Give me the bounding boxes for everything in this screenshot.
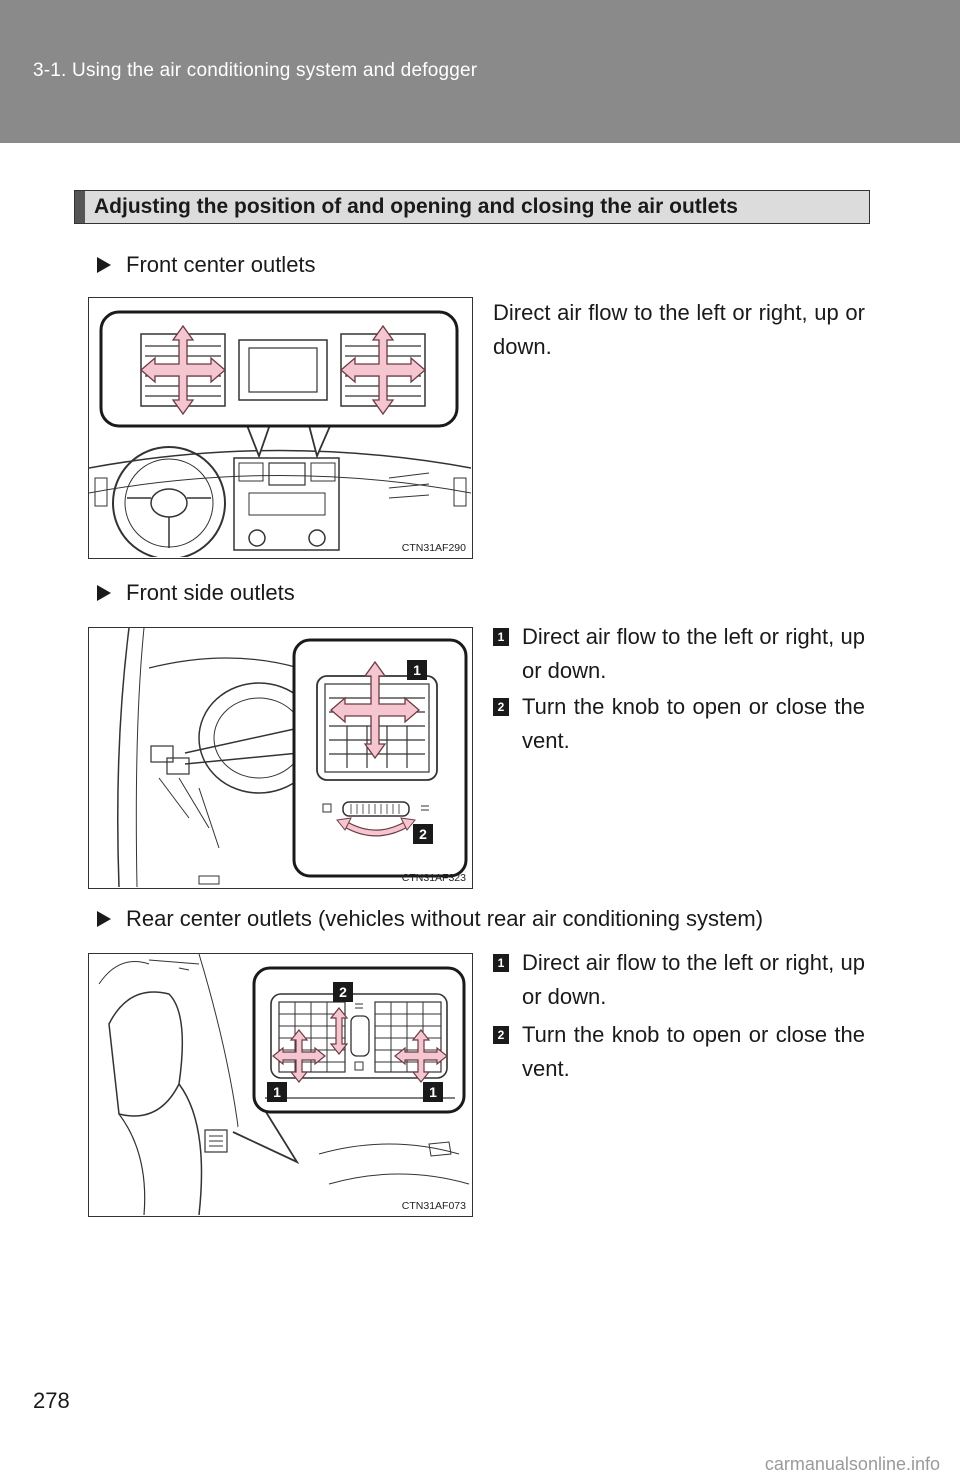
list-item: 2 Turn the knob to open or close the ven… bbox=[493, 690, 865, 758]
subheading-label: Front center outlets bbox=[126, 252, 316, 277]
subheading-label: Front side outlets bbox=[126, 580, 295, 605]
page-number: 278 bbox=[33, 1388, 70, 1413]
callout-number-1: 1 bbox=[413, 662, 421, 678]
callout-number-2: 2 bbox=[419, 826, 427, 842]
subheading-rear-center: Rear center outlets (vehicles without re… bbox=[97, 906, 763, 932]
callout-number-1: 1 bbox=[429, 1084, 437, 1100]
side-vent-illustration: 1 2 bbox=[117, 628, 468, 887]
bullet-triangle-icon bbox=[97, 585, 111, 601]
section-title: Adjusting the position of and opening an… bbox=[94, 195, 738, 218]
item-number-badge: 2 bbox=[493, 698, 509, 716]
bullet-triangle-icon bbox=[97, 911, 111, 927]
item-text: Direct air flow to the left or right, up… bbox=[522, 950, 865, 1009]
item-number-badge: 2 bbox=[493, 1026, 509, 1044]
rear-vent-illustration: 2 1 1 bbox=[98, 954, 470, 1215]
footer-watermark: carmanualsonline.info bbox=[764, 1454, 940, 1474]
image-code: CTN31AF073 bbox=[401, 1200, 466, 1212]
figure-front-center-outlets: CTN31AF290 bbox=[88, 297, 473, 559]
item-text: Turn the knob to open or close the vent. bbox=[522, 694, 865, 753]
item-text: Direct air flow to the left or right, up… bbox=[522, 624, 865, 683]
list-item: 2 Turn the knob to open or close the ven… bbox=[493, 1018, 865, 1086]
page-header: 3-1. Using the air conditioning system a… bbox=[0, 0, 960, 143]
subheading-front-side: Front side outlets bbox=[97, 580, 295, 606]
list-item: 1 Direct air flow to the left or right, … bbox=[493, 946, 865, 1014]
description-front-center: Direct air flow to the left or right, up… bbox=[493, 300, 865, 359]
subheading-front-center: Front center outlets bbox=[97, 252, 316, 278]
callout-number-2: 2 bbox=[339, 984, 347, 1000]
bullet-triangle-icon bbox=[97, 257, 111, 273]
figure-rear-center-outlets: 2 1 1 CTN31AF073 bbox=[88, 953, 473, 1217]
image-code: CTN31AF290 bbox=[401, 542, 466, 554]
item-number-badge: 1 bbox=[493, 628, 509, 646]
list-item: 1 Direct air flow to the left or right, … bbox=[493, 620, 865, 688]
item-number-badge: 1 bbox=[493, 954, 509, 972]
dashboard-illustration bbox=[89, 310, 471, 557]
image-code: CTN31AF323 bbox=[401, 872, 466, 884]
callout-number-1: 1 bbox=[273, 1084, 281, 1100]
section-heading: Adjusting the position of and opening an… bbox=[74, 190, 870, 224]
section-heading-marker bbox=[75, 191, 85, 223]
subheading-label: Rear center outlets (vehicles without re… bbox=[126, 906, 764, 931]
breadcrumb: 3-1. Using the air conditioning system a… bbox=[33, 60, 478, 81]
figure-front-side-outlets: 1 2 CTN31AF323 bbox=[88, 627, 473, 889]
item-text: Turn the knob to open or close the vent. bbox=[522, 1022, 865, 1081]
